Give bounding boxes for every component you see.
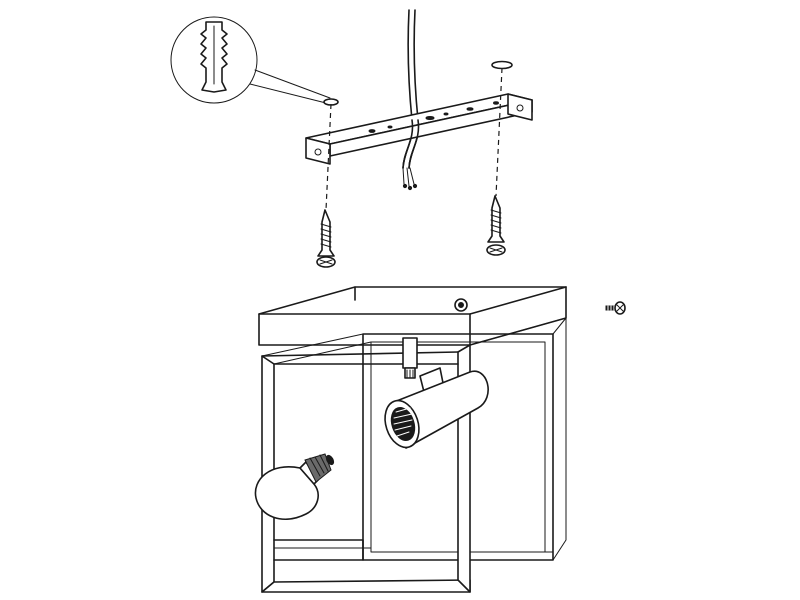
wood-screw-left-icon [316, 209, 336, 268]
light-bulb-icon [254, 453, 335, 520]
small-screw-icon [605, 301, 626, 315]
spot-head-icon [384, 337, 489, 449]
wall-plug-detail-icon [170, 16, 331, 105]
wood-screw-right-icon [486, 195, 506, 256]
guide-line-right [495, 67, 503, 197]
mounting-bracket-icon [305, 93, 533, 165]
drill-hole-right-icon [491, 60, 513, 70]
lamp-frame-icon [258, 286, 567, 593]
power-cable-icon [402, 9, 420, 191]
